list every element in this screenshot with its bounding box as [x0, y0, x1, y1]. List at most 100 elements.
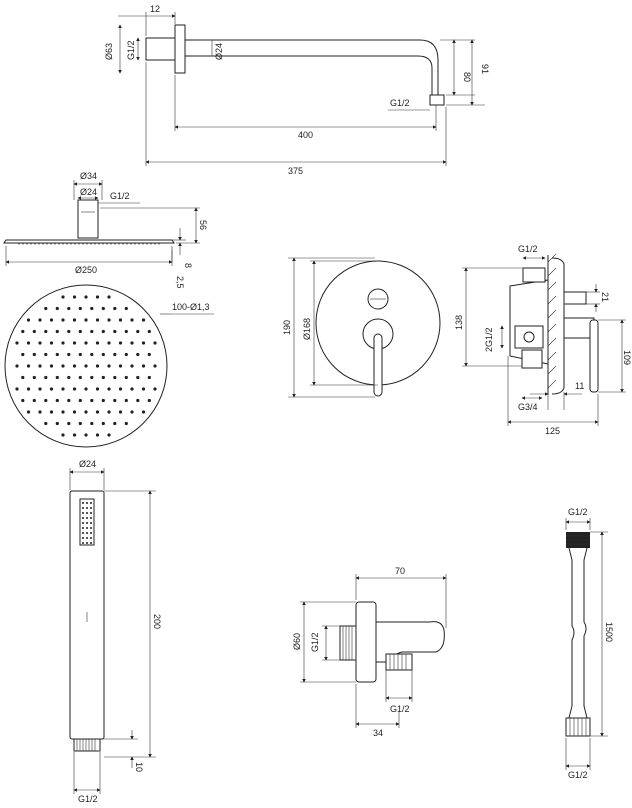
arm-pipe [185, 39, 439, 96]
nozzle-dot [153, 364, 157, 368]
nozzle-dot [147, 375, 151, 380]
elbow-wall-thread [339, 625, 357, 661]
dim-elbow-offset: 34 [373, 728, 383, 738]
nozzle-dot [95, 341, 100, 345]
nozzle-dot [107, 364, 111, 368]
nozzle-dot [107, 318, 111, 322]
nozzles-label: 100-Ø1,3 [172, 302, 210, 312]
hand-shower-thread [73, 738, 101, 752]
dim-arm-dia: Ø24 [214, 43, 224, 60]
nozzle-dot [32, 352, 36, 357]
nozzle-dot [32, 329, 36, 334]
nozzle-dot [15, 364, 19, 368]
dim-drop: 80 [462, 72, 472, 82]
nozzle-dot [101, 329, 105, 334]
wall-flange [174, 24, 186, 74]
nozzle-dot [107, 410, 111, 414]
thread-elbow-outlet: G1/2 [390, 704, 410, 714]
nozzle-dot [84, 364, 88, 368]
nozzle-dot [21, 329, 25, 334]
nozzle-dot [72, 410, 77, 414]
nozzle-dot [55, 352, 59, 357]
spray-dot [90, 502, 92, 504]
wall-thread-stub [145, 37, 176, 61]
nozzle-dot [61, 387, 65, 391]
nozzle-dot [84, 295, 88, 299]
nozzle-dot [78, 329, 82, 334]
dim-min: 11 [575, 381, 584, 391]
nozzle-dot [147, 398, 151, 403]
dim-hand-thread-len: 10 [134, 762, 144, 772]
spray-dot [82, 537, 84, 539]
nozzle-dot [141, 387, 146, 391]
nozzle-dot [153, 341, 157, 345]
spray-dot [82, 527, 84, 529]
mixer-front-drawing: 190 Ø168 [282, 257, 441, 398]
nozzle-dot [26, 341, 31, 345]
nozzle-dot [61, 433, 65, 437]
nozzle-dot [136, 398, 140, 403]
nozzle-dot [107, 433, 111, 437]
bottom-outlet [521, 349, 543, 369]
spray-dot [82, 522, 84, 524]
nozzle-dot [118, 364, 123, 368]
nozzle-dot [130, 341, 134, 345]
nozzle-dot [124, 306, 128, 311]
nozzle-dot [124, 421, 128, 426]
nozzle-dot [78, 306, 82, 311]
spray-dot [90, 542, 92, 544]
dim-hand-length: 200 [152, 614, 162, 629]
nozzle-dot [141, 364, 146, 368]
outlet-elbow-drawing: 70 Ø60 G1/2 G1/2 34 [292, 566, 447, 738]
nozzle-dot [61, 410, 65, 414]
spray-dot [86, 507, 88, 509]
nozzle-dot [118, 387, 123, 391]
dim-neck-outer: Ø34 [80, 171, 97, 181]
nozzle-dot [55, 398, 59, 403]
nozzle-dot [78, 375, 82, 380]
nozzle-dot [84, 410, 88, 414]
head-top-drawing: 100-Ø1,3 [4, 284, 214, 448]
nozzle-dot [130, 387, 134, 391]
nozzle-dot [113, 398, 117, 403]
nozzle-dot [90, 421, 94, 426]
nozzle-dot [90, 398, 94, 403]
dim-flange-dia: Ø63 [104, 43, 114, 60]
nozzle-dot [32, 398, 36, 403]
nozzle-dot [67, 398, 71, 403]
nozzle-dot [78, 398, 82, 403]
nozzle-dot [61, 295, 65, 299]
nozzle-dot [32, 375, 36, 380]
top-outlet [522, 267, 546, 283]
nozzle-dot [78, 421, 82, 426]
nozzle-dot [130, 410, 134, 414]
dim-head-plate: 8 [183, 263, 193, 268]
dim-mixer-height: 190 [282, 320, 292, 335]
thread-head-label: G1/2 [110, 191, 130, 201]
nozzle-dot [67, 375, 71, 380]
nozzle-dot [113, 352, 117, 357]
thread-elbow-wall: G1/2 [310, 632, 320, 652]
dim-rosette-dia: Ø168 [302, 318, 312, 340]
nozzle-dot [101, 352, 105, 357]
nozzle-dot [95, 387, 100, 391]
nozzle-dot [72, 433, 77, 437]
nozzle-dot [38, 410, 42, 414]
nozzle-dot [44, 375, 48, 380]
nozzle-dot [107, 341, 111, 345]
nozzle-dot [113, 306, 117, 311]
head-plate [3, 239, 175, 244]
nozzle-dot [153, 387, 157, 391]
nozzle-dot [61, 341, 65, 345]
nozzle-dot [113, 421, 117, 426]
side-lever [589, 319, 599, 393]
nozzle-dot [21, 352, 25, 357]
dim-head-diameter: Ø250 [75, 265, 97, 275]
nozzle-dot [90, 306, 94, 311]
nozzle-dot [44, 421, 48, 426]
nozzle-dot [101, 375, 105, 380]
spray-dot [82, 507, 84, 509]
nozzle-dot [90, 375, 94, 380]
nozzle-dot [130, 364, 134, 368]
nozzle-dot [44, 329, 48, 334]
